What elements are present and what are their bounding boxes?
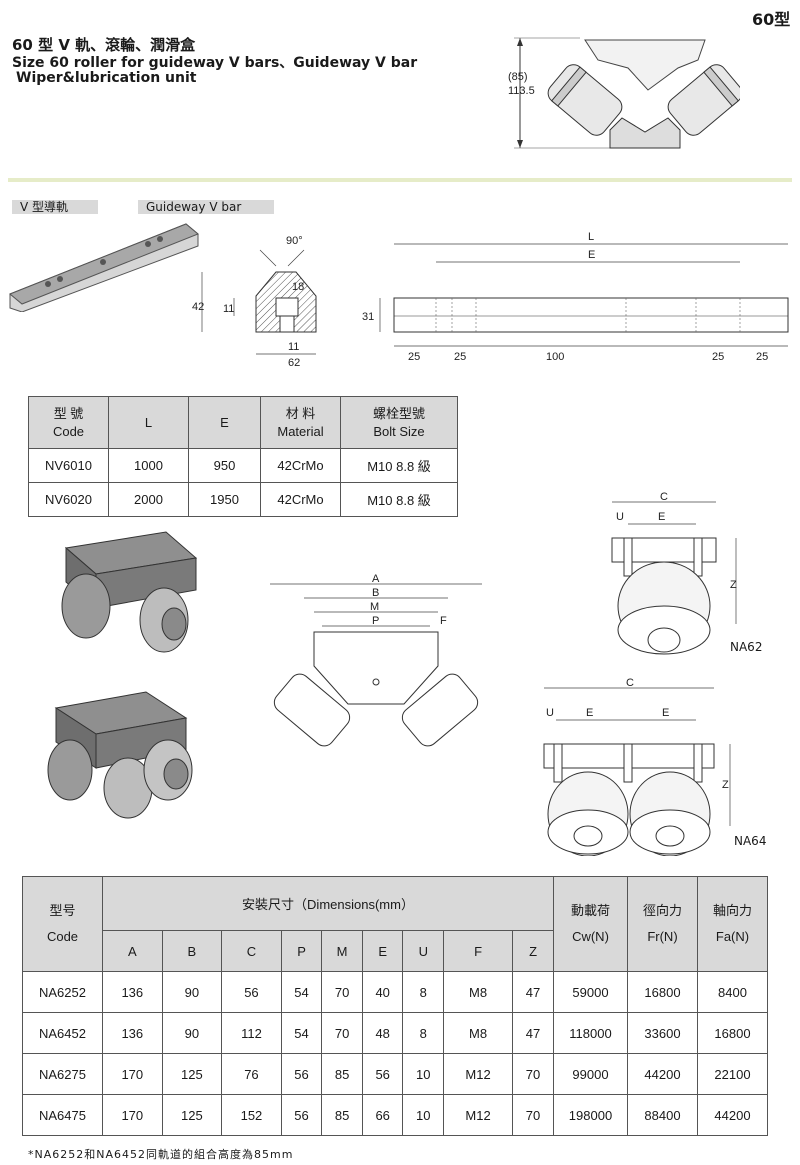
page-subtitle-1: Size 60 roller for guideway V bars、Guide…	[12, 55, 418, 71]
pitch-1: 25	[408, 351, 420, 363]
svg-text:C: C	[626, 677, 634, 689]
svg-text:E: E	[662, 707, 669, 719]
svg-text:A: A	[372, 573, 380, 585]
dim-11a: 11	[223, 303, 234, 315]
angle-label: 90°	[286, 235, 303, 247]
page-subtitle-2: Wiper&lubrication unit	[16, 70, 197, 86]
dim-E: E	[588, 249, 595, 261]
roller-3d-image-1	[61, 531, 198, 653]
assembly-drawing: (85) 113.5	[508, 37, 740, 149]
svg-text:E: E	[586, 707, 593, 719]
svg-text:Z: Z	[730, 579, 737, 591]
svg-text:B: B	[372, 587, 379, 599]
na62-label: NA62	[730, 640, 763, 654]
rail-section-drawing: 90° 42 11 18 11 62	[192, 235, 317, 369]
na62-drawing: C U E Z	[611, 491, 737, 655]
dim-113-5: 113.5	[508, 85, 535, 97]
svg-text:C: C	[660, 491, 668, 503]
svg-text:U: U	[616, 511, 624, 523]
dim-31: 31	[362, 311, 374, 323]
page-title: 60 型 V 軌、滾輪、潤滑盒	[12, 36, 196, 54]
dim-62: 62	[288, 357, 300, 369]
dim-11b: 11	[288, 341, 299, 353]
svg-text:P: P	[372, 615, 379, 627]
pitch-3: 100	[546, 351, 564, 363]
pitch-5: 25	[756, 351, 768, 363]
na64-drawing: C U E E Z	[543, 677, 731, 856]
svg-text:M: M	[370, 601, 379, 613]
rail-label-en: Guideway V bar	[138, 200, 274, 214]
na64-label: NA64	[734, 834, 767, 848]
section-divider	[8, 178, 792, 182]
rail-label-cn: V 型導軌	[12, 200, 98, 214]
model-badge: 60型	[752, 10, 791, 29]
dim-L: L	[588, 231, 594, 243]
dim-42: 42	[192, 301, 204, 313]
footnote: *NA6252和NA6452同軌道的組合高度為85mm	[28, 1148, 294, 1161]
svg-text:U: U	[546, 707, 554, 719]
dim-18: 18	[292, 281, 304, 293]
dim-85: (85)	[508, 71, 528, 83]
rail-3d-image	[9, 223, 199, 312]
pitch-2: 25	[454, 351, 466, 363]
svg-text:Z: Z	[722, 779, 729, 791]
pitch-4: 25	[712, 351, 724, 363]
svg-text:E: E	[658, 511, 665, 523]
rail-side-drawing: L E 31 25 25 100 25 25	[362, 231, 789, 363]
svg-text:F: F	[440, 615, 447, 627]
roller-3d-image-2	[47, 691, 193, 819]
roller-front-drawing: A B M P F	[270, 573, 482, 747]
